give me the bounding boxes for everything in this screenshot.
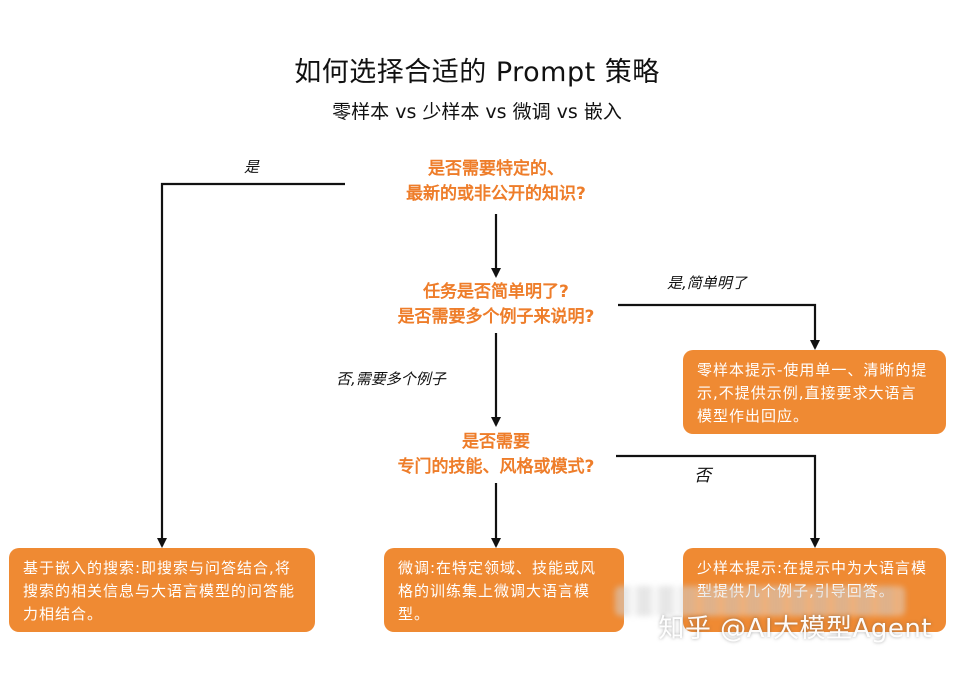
edge-q2-yes: [618, 303, 820, 350]
edge-label-q3-no: 否: [694, 466, 711, 486]
edge-q3-no: [616, 454, 820, 548]
outcome-zero-shot: 零样本提示-使用单一、清晰的提示,不提供示例,直接要求大语言模型作出回应。: [683, 350, 946, 434]
question-specific-knowledge: 是否需要特定的、 最新的或非公开的知识?: [406, 159, 586, 204]
edge-label-q2-yes: 是,简单明了: [667, 274, 747, 292]
edge-q1-yes: [157, 182, 345, 548]
question-task-simple: 任务是否简单明了? 是否需要多个例子来说明?: [397, 282, 595, 327]
diagram-subtitle: 零样本 vs 少样本 vs 微调 vs 嵌入: [332, 101, 622, 123]
outcome-embedding-search: 基于嵌入的搜索:即搜索与问答结合,将搜索的相关信息与大语言模型的问答能力相结合。: [9, 548, 315, 632]
blur-overlay: [615, 586, 905, 616]
diagram-title: 如何选择合适的 Prompt 策略: [294, 57, 660, 88]
outcome-fine-tune: 微调:在特定领域、技能或风格的训练集上微调大语言模型。: [384, 548, 624, 632]
watermark-text: 知乎 @AI大模型Agent: [658, 614, 932, 644]
edge-label-q1-yes: 是: [244, 158, 260, 176]
question-special-skill: 是否需要 专门的技能、风格或模式?: [397, 432, 595, 477]
edge-label-q2-no: 否,需要多个例子: [336, 370, 446, 388]
